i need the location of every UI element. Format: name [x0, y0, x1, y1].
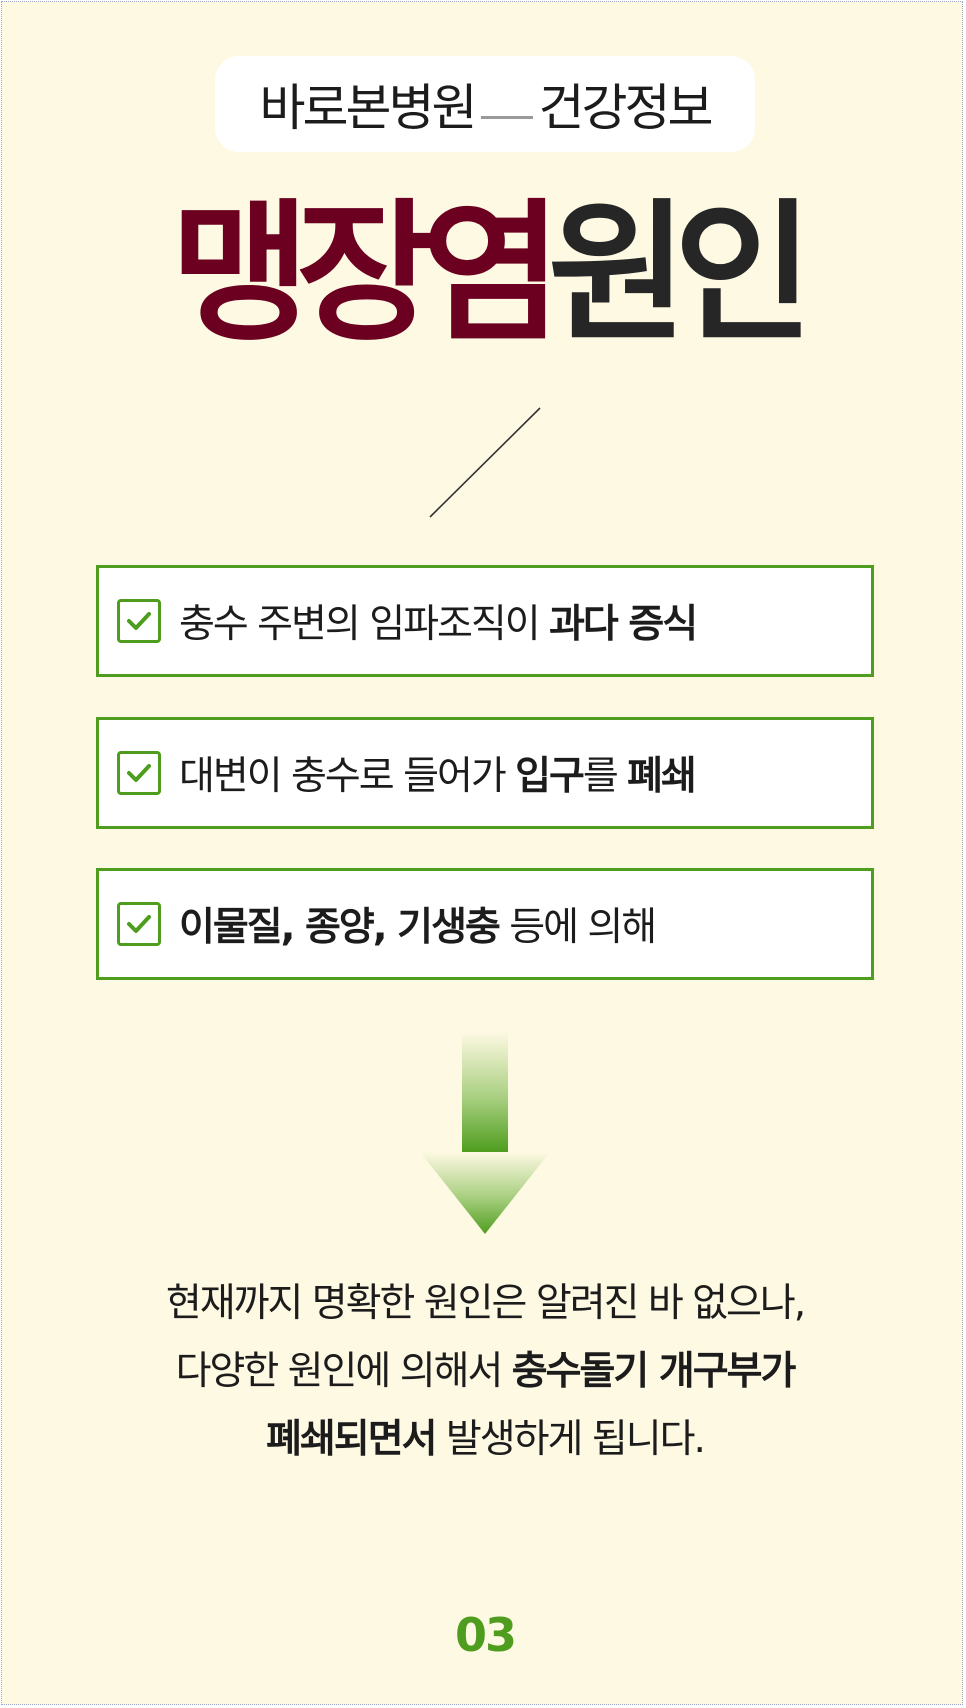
- checkbox-icon: [117, 599, 161, 643]
- page-number: 03: [454, 1608, 517, 1662]
- title-accent: 맹장염: [170, 185, 562, 362]
- cause-item-2: 대변이 충수로 들어가 입구를 폐쇄: [96, 717, 874, 829]
- title-rest: 원인: [547, 185, 814, 362]
- header-topic: 건강정보: [538, 79, 714, 137]
- cause-text: 충수 주변의 임파조직이 과다 증식: [179, 602, 698, 647]
- cause-item-3: 이물질, 종양, 기생충 등에 의해: [96, 868, 874, 980]
- header-pill: 바로본병원 건강정보: [215, 56, 755, 152]
- cause-text: 이물질, 종양, 기생충 등에 의해: [179, 905, 657, 950]
- page-title: 맹장염원인: [2, 198, 966, 350]
- header-dash: [480, 115, 533, 119]
- checkbox-icon: [117, 751, 161, 795]
- cause-text: 대변이 충수로 들어가 입구를 폐쇄: [179, 754, 697, 799]
- conclusion-line-1: 현재까지 명확한 원인은 알려진 바 없으나,: [165, 1281, 806, 1326]
- divider-slash: [429, 407, 541, 518]
- conclusion-line-3: 폐쇄되면서 발생하게 됩니다.: [266, 1417, 706, 1462]
- brand-name: 바로본병원: [259, 79, 478, 137]
- down-arrow-icon: [420, 1032, 550, 1234]
- cause-item-1: 충수 주변의 임파조직이 과다 증식: [96, 565, 874, 677]
- checkbox-icon: [117, 902, 161, 946]
- conclusion-text: 현재까지 명확한 원인은 알려진 바 없으나, 다양한 원인에 의해서 충수돌기…: [2, 1270, 966, 1474]
- conclusion-line-2: 다양한 원인에 의해서 충수돌기 개구부가: [175, 1349, 797, 1394]
